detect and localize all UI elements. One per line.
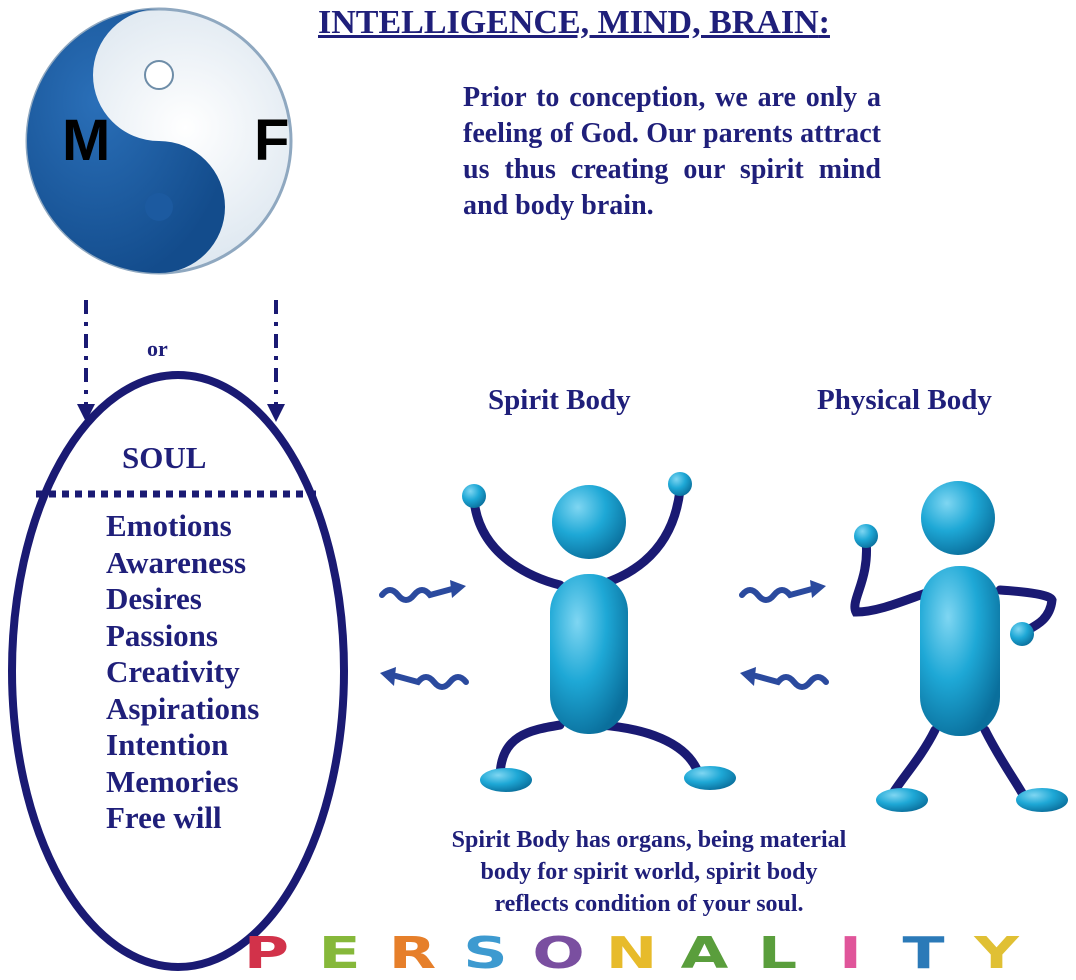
soul-item: Memories	[106, 763, 239, 799]
soul-item: Intention	[106, 727, 229, 762]
soul-attribute-list: Emotions Awareness Desires Passions Crea…	[106, 508, 259, 837]
figures-illustration	[379, 472, 1068, 812]
soul-item: Awareness	[106, 544, 247, 580]
yin-yang-letter-f: F	[254, 108, 289, 173]
caption-line: reflects condition of your soul.	[494, 891, 804, 917]
soul-item: Passions	[106, 617, 218, 653]
wavy-arrow-left-icon	[380, 667, 469, 690]
spirit-body-label: Spirit Body	[488, 384, 631, 416]
personality-letter: N	[605, 928, 658, 979]
soul-item: Desires	[106, 581, 202, 616]
personality-letter: I	[839, 928, 862, 979]
personality-letter: A	[680, 928, 729, 979]
personality-letter: S	[463, 928, 508, 979]
spirit-body-figure	[462, 472, 736, 792]
right-dashed-arrow	[267, 300, 285, 422]
yin-yang-icon: M F	[25, 7, 293, 275]
personality-letter: L	[757, 928, 798, 979]
personality-letter: R	[388, 928, 437, 979]
intro-paragraph: Prior to conception, we are only a feeli…	[463, 80, 881, 224]
title-text: INTELLIGENCE, MIND, BRAIN	[318, 4, 819, 41]
or-label: or	[147, 336, 168, 361]
personality-letter: E	[318, 928, 361, 979]
wavy-arrow-left-icon	[740, 667, 829, 690]
personality-letter: O	[532, 928, 585, 979]
spirit-body-caption: Spirit Body has organs, being material b…	[358, 824, 940, 920]
soul-item: Aspirations	[106, 690, 260, 726]
personality-letter: Y	[974, 928, 1019, 979]
yin-yang-letter-m: M	[62, 108, 110, 173]
wavy-arrow-right-icon	[739, 580, 826, 603]
intro-text: Prior to conception, we are only a feeli…	[463, 82, 881, 221]
left-dashed-arrow	[77, 300, 95, 422]
physical-body-figure	[850, 481, 1068, 812]
personality-letter: P	[243, 928, 290, 979]
soul-ellipse	[8, 371, 348, 971]
wavy-arrow-right-icon	[379, 580, 466, 603]
soul-heading: SOUL	[122, 440, 207, 475]
soul-item: Emotions	[106, 508, 232, 543]
soul-item: Creativity	[106, 654, 240, 689]
page-title: INTELLIGENCE, MIND, BRAIN:	[318, 4, 830, 42]
soul-item: Free will	[106, 800, 222, 835]
caption-line: Spirit Body has organs, being material	[451, 827, 847, 853]
physical-body-label: Physical Body	[817, 384, 992, 416]
title-colon: :	[818, 4, 830, 41]
caption-line: body for spirit world, spirit body	[480, 859, 818, 885]
personality-letter: T	[902, 928, 945, 979]
soul-diagram	[8, 300, 348, 971]
